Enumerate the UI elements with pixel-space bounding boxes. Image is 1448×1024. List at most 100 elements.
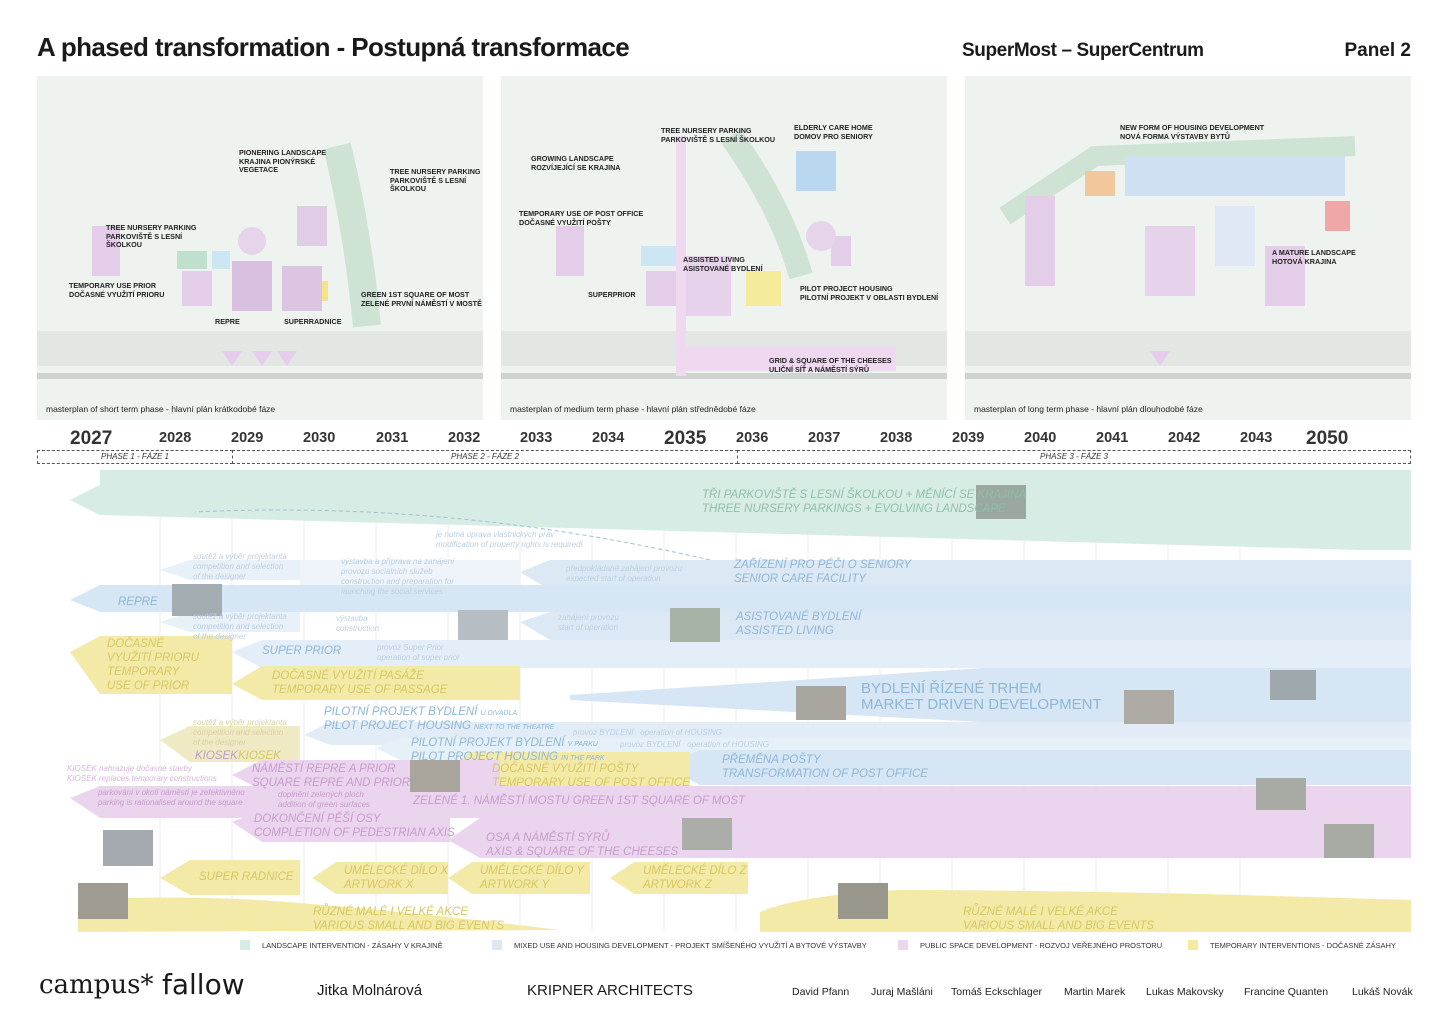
campus-logo: campus* [39, 970, 154, 1000]
panel-number: Panel 2 [1344, 40, 1411, 61]
repre-label: REPRE [118, 596, 158, 608]
year-label: 2027 [70, 428, 113, 449]
radnice-label: SUPER RADNICE [199, 871, 294, 883]
green-square-label: ZELENÉ 1. NÁMĚSTÍ MOSTU GREEN 1ST SQUARE… [413, 795, 746, 807]
events-band [78, 897, 560, 932]
map-label: SUPERPRIOR [588, 290, 636, 299]
map-label: NEW FORM OF HOUSING DEVELOPMENT NOVÁ FOR… [1120, 123, 1265, 141]
year-label: 2029 [231, 430, 264, 446]
credit-firm: KRIPNER ARCHITECTS [527, 982, 693, 999]
map-label: TREE NURSERY PARKING PARKOVIŠTĚ S LESNÍ … [661, 126, 776, 144]
legend-swatch [1188, 940, 1198, 950]
year-label: 2028 [159, 430, 192, 446]
map-medium-term: TREE NURSERY PARKING PARKOVIŠTĚ S LESNÍ … [501, 76, 947, 420]
credit-person: Jitka Molnárová [317, 982, 423, 999]
map-short-term-drawing [37, 76, 483, 420]
map-label: GREEN 1ST SQUARE OF MOST ZELENÉ PRVNÍ NÁ… [361, 290, 482, 308]
map-label: GRID & SQUARE OF THE CHEESES ULIČNÍ SÍŤ … [769, 356, 892, 374]
senior-band [520, 560, 1411, 590]
artwork-z-band [610, 862, 748, 894]
project-name: SuperMost – SuperCentrum [962, 40, 1204, 61]
pilot2-label: PILOTNÍ PROJEKT BYDLENÍ V PARKU PILOT PR… [411, 737, 605, 763]
year-label: 2033 [520, 430, 553, 446]
map-long-term-drawing [965, 76, 1411, 420]
phase-3: PHASE 3 - FÁZE 3 [737, 450, 1411, 464]
year-label: 2042 [1168, 430, 1201, 446]
map-label: REPRE [215, 317, 240, 326]
phase-2: PHASE 2 - FÁZE 2 [232, 450, 738, 464]
team-member: Lukáš Novák [1352, 986, 1413, 998]
legend-public: PUBLIC SPACE DEVELOPMENT - ROZVOJ VEŘEJN… [898, 940, 1162, 950]
legend-swatch [898, 940, 908, 950]
legend-swatch [492, 940, 502, 950]
year-label: 2038 [880, 430, 913, 446]
map-label: TREE NURSERY PARKING PARKOVIŠTĚ S LESNÍ … [106, 223, 197, 249]
parking-note: parkování v okolí náměstí je zefektivněn… [98, 788, 245, 807]
map-caption: masterplan of short term phase - hlavní … [46, 404, 276, 414]
legend-landscape: LANDSCAPE INTERVENTION - ZÁSAHY V KRAJIN… [240, 940, 443, 950]
pilot1-label: PILOTNÍ PROJEKT BYDLENÍ U DIVADLA PILOT … [324, 706, 555, 732]
fallow-logo: fallow [162, 968, 245, 1001]
landscape-band [70, 470, 1411, 550]
map-caption: masterplan of long term phase - hlavní p… [974, 404, 1203, 414]
map-label: TREE NURSERY PARKING PARKOVIŠTĚ S LESNÍ … [390, 167, 481, 193]
property-arrow [194, 509, 711, 561]
team-member: Martin Marek [1064, 986, 1126, 998]
map-caption: masterplan of medium term phase - hlavní… [510, 404, 756, 414]
passage-band [232, 666, 520, 700]
ped-axis-band [232, 810, 450, 842]
legend-housing: MIXED USE AND HOUSING DEVELOPMENT - PROJ… [492, 940, 867, 950]
team-member: Francine Quanten [1244, 986, 1329, 998]
year-label: 2030 [303, 430, 336, 446]
map-label: PIONERING LANDSCAPE KRAJINA PIONÝRSKÉ VE… [239, 148, 327, 174]
map-label: TEMPORARY USE PRIOR DOČASNÉ VYUŽITÍ PRIO… [69, 281, 165, 299]
map-medium-term-drawing [501, 76, 947, 420]
artwork-y-band [448, 862, 590, 894]
team-member: Tomáš Eckschlager [951, 986, 1043, 998]
map-label: PILOT PROJECT HOUSING PILOTNÍ PROJEKT V … [800, 284, 939, 302]
year-label: 2050 [1306, 428, 1349, 449]
repre-band [70, 585, 1411, 612]
legend-temporary: TEMPORARY INTERVENTIONS - DOČASNÉ ZÁSAHY [1188, 940, 1396, 950]
year-label: 2040 [1024, 430, 1057, 446]
post-temp-band [448, 752, 690, 788]
legend-swatch [240, 940, 250, 950]
year-label: 2041 [1096, 430, 1129, 446]
map-label: SUPERRADNICE [284, 317, 342, 326]
team-member: Lukas Makovsky [1146, 986, 1224, 998]
assisted-design-band [160, 612, 300, 632]
pilot2-operation-note: provoz BYDLENÍ operation of HOUSING [620, 740, 769, 749]
prior-temp-band [70, 636, 232, 694]
artwork-x-band [312, 862, 448, 894]
photo-thumbnails [78, 485, 1374, 919]
year-label: 2036 [736, 430, 769, 446]
super-prior-label: SUPER PRIOR [262, 645, 342, 657]
map-long-term: NEW FORM OF HOUSING DEVELOPMENT NOVÁ FOR… [965, 76, 1411, 420]
timeline-diagram [70, 470, 1411, 932]
year-label: 2034 [592, 430, 625, 446]
kiosek-temp-band [160, 726, 300, 762]
senior-design-band [160, 560, 300, 580]
